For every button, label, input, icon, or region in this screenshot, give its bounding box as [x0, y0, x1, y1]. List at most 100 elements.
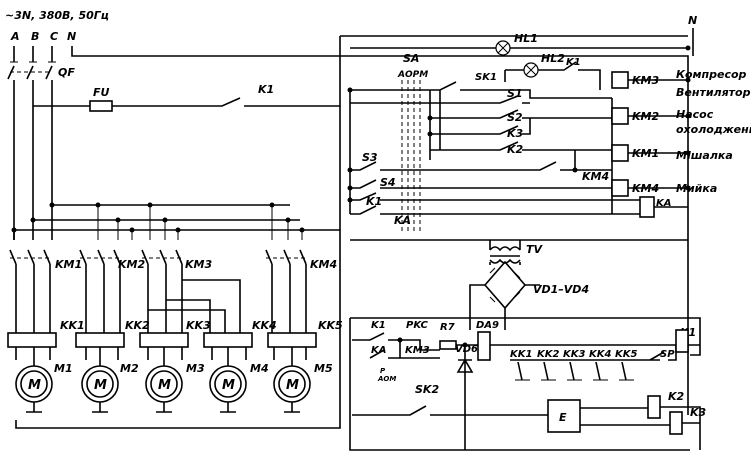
motor-m5-symbol: M: [286, 378, 299, 393]
thermal-relay-kk3-label: KK3: [186, 319, 211, 332]
control-rungs: [349, 81, 640, 215]
ctl-k2-coil: [647, 395, 661, 419]
coil-km1-label: KM1: [632, 147, 659, 160]
phase-label-a: A: [10, 30, 20, 43]
motor-m2-symbol: M: [94, 378, 107, 393]
contactor-km3: [141, 249, 241, 333]
phase-label-b: B: [31, 30, 39, 43]
ctl-selector-positions: АОМ: [377, 375, 396, 383]
motor-m1: [15, 347, 53, 413]
contactor-km2-label: KM2: [118, 258, 145, 271]
motor-m3-symbol: M: [158, 378, 171, 393]
fuse-label: FU: [93, 86, 110, 99]
coil-ka: [639, 196, 688, 218]
contact-k1-top-label: K1: [258, 83, 274, 96]
ctl-da9-label: DA9: [476, 320, 499, 331]
ctl-r7-label: R7: [440, 322, 455, 333]
thermal-relay-kk5: [267, 332, 317, 348]
breaker-qf: [7, 46, 56, 240]
transformer-tv: [489, 246, 521, 264]
selector-positions: АОРМ: [397, 70, 428, 80]
motor-m2-label: M2: [120, 362, 139, 375]
lamp-hl1: [350, 40, 688, 56]
switch-s4-label: S4: [380, 176, 396, 189]
switch-k2-label: K2: [507, 143, 524, 156]
neutral-bus: [71, 46, 689, 415]
thermal-relay-kk5-label: KK5: [318, 319, 343, 332]
ctl-sk2-contact: [352, 405, 548, 416]
phase-label-c: C: [50, 30, 58, 43]
ctl-kk3-label: KK3: [563, 349, 585, 360]
transformer-feed: [489, 240, 521, 250]
fuse-line-right: [112, 97, 340, 107]
coil-km2-label: KM2: [632, 110, 659, 123]
switch-s2-label: S2: [507, 111, 523, 124]
motor-m5-label: M5: [314, 362, 333, 375]
thermal-relay-kk4-label: KK4: [252, 319, 277, 332]
motor-m4-symbol: M: [222, 378, 235, 393]
coil-km1: [611, 144, 688, 162]
control-electronic-top: [350, 317, 701, 356]
motor-m5: [273, 347, 311, 413]
motor-m3-label: M3: [186, 362, 205, 375]
lamp-hl2-label: HL2: [541, 52, 565, 65]
control-electronic-left: [349, 318, 690, 451]
ctl-k1-label: K1: [371, 320, 386, 331]
ctl-block-e-outputs: [580, 407, 670, 426]
switch-ka-label: KA: [394, 214, 411, 227]
motor-m1-label: M1: [54, 362, 73, 375]
lamp-hl1-label: HL1: [514, 32, 538, 45]
contactor-km2: [79, 249, 121, 333]
thermal-relay-kk1: [7, 332, 57, 348]
ctl-block-e-label: E: [559, 411, 567, 424]
ctl-k3-coil: [669, 411, 683, 435]
coil-km3-desc-1: Компресор: [676, 68, 747, 81]
switch-s1-label: S1: [507, 87, 523, 100]
ctl-coil-return: [660, 406, 701, 450]
thermal-relay-kk4: [203, 332, 253, 348]
coil-km2-desc-1: Насос: [676, 108, 714, 121]
ctl-k1-out-coil: [675, 329, 689, 353]
ctl-kk2-label: KK2: [537, 349, 559, 360]
ctl-k3-label: K3: [690, 406, 707, 419]
ctl-kk4-label: KK4: [589, 349, 611, 360]
contactor-km3-label: KM3: [185, 258, 212, 271]
sensor-sk1-label: SK1: [475, 72, 497, 83]
power-bus-lines: [13, 204, 340, 240]
rectifier-label: VD1–VD4: [533, 283, 589, 296]
motor-m4: [209, 347, 247, 413]
ctl-kk5-label: KK5: [615, 349, 637, 360]
motor-m1-symbol: M: [28, 378, 41, 393]
breaker-label: QF: [58, 66, 75, 79]
junction-dots: [11, 45, 691, 348]
ctl-sp-label: SP: [660, 349, 675, 360]
thermal-relay-kk1-label: KK1: [60, 319, 85, 332]
motor-m4-label: M4: [250, 362, 269, 375]
coil-km4-desc: Мийка: [676, 182, 717, 195]
contactor-km1: [9, 249, 51, 333]
motor-m3: [145, 347, 183, 413]
ctl-kk-contact-marks: [517, 361, 627, 381]
thermal-relay-kk2-label: KK2: [125, 319, 150, 332]
motor-m2: [81, 347, 119, 413]
ctl-selector-label: Р: [380, 367, 386, 375]
ctl-sk2-label: SK2: [415, 383, 439, 396]
thermal-return-line: [15, 240, 341, 429]
ctl-block-e: [547, 399, 581, 433]
coil-km3-desc-2: Вентилятор: [676, 86, 751, 99]
switch-k3-label: K3: [507, 127, 524, 140]
switch-km4-label: KM4: [582, 170, 609, 183]
coil-km3-label: KM3: [632, 74, 659, 87]
ctl-km3-label: KM3: [405, 345, 430, 356]
ctl-ka-label: KA: [371, 345, 387, 356]
supply-label: ~3N, 380В, 50Гц: [5, 9, 109, 22]
rectifier-bridge: [469, 260, 540, 330]
contactor-km4: [265, 249, 307, 333]
selector-sa-label: SA: [403, 52, 419, 65]
coil-ka-label: KA: [656, 198, 672, 209]
lamp-hl2: [504, 61, 601, 90]
fuse-fu: [89, 100, 113, 112]
coil-km3: [611, 71, 688, 89]
coil-km4: [611, 179, 688, 197]
